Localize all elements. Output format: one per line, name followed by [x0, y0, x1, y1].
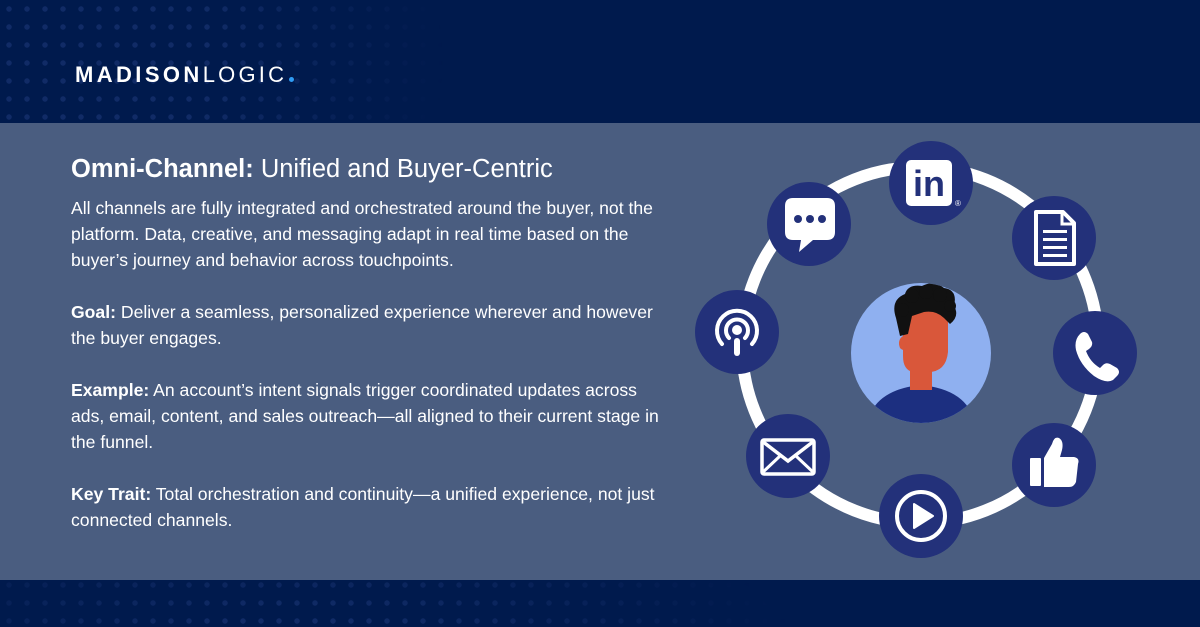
- email-icon[interactable]: [746, 414, 830, 498]
- content-panel: Omni-Channel: Unified and Buyer-Centric …: [0, 123, 1200, 580]
- example-label: Example:: [71, 380, 150, 400]
- chat-bubble-icon[interactable]: [767, 182, 851, 266]
- title-strong: Omni-Channel:: [71, 155, 254, 183]
- page-title: Omni-Channel: Unified and Buyer-Centric: [71, 153, 671, 185]
- thumbs-up-icon[interactable]: [1012, 423, 1096, 507]
- key-trait-text: Total orchestration and continuity—a uni…: [71, 484, 655, 530]
- play-icon[interactable]: [879, 474, 963, 558]
- document-icon[interactable]: [1012, 196, 1096, 280]
- logo-dot: [289, 77, 295, 82]
- podcast-icon[interactable]: [695, 290, 779, 374]
- key-trait-paragraph: Key Trait: Total orchestration and conti…: [71, 481, 671, 533]
- goal-label: Goal:: [71, 302, 116, 322]
- title-rest: Unified and Buyer-Centric: [253, 155, 553, 183]
- key-trait-label: Key Trait:: [71, 484, 152, 504]
- description-paragraph: All channels are fully integrated and or…: [71, 198, 653, 270]
- logo-bold-text: MADISON: [75, 62, 203, 87]
- logo-light-text: LOGIC: [202, 62, 288, 87]
- madison-logic-logo: MADISONLOGIC: [75, 62, 295, 88]
- text-column: Omni-Channel: Unified and Buyer-Centric …: [71, 153, 671, 559]
- phone-icon[interactable]: [1053, 311, 1137, 395]
- linkedin-icon[interactable]: in ®: [889, 141, 973, 225]
- example-paragraph: Example: An account’s intent signals tri…: [71, 377, 671, 455]
- goal-text: Deliver a seamless, personalized experie…: [71, 302, 653, 348]
- example-text: An account’s intent signals trigger coor…: [71, 380, 659, 452]
- buyer-avatar: [851, 283, 991, 423]
- goal-paragraph: Goal: Deliver a seamless, personalized e…: [71, 299, 671, 351]
- registered-mark: ®: [955, 199, 961, 208]
- linkedin-mark: in: [913, 163, 945, 204]
